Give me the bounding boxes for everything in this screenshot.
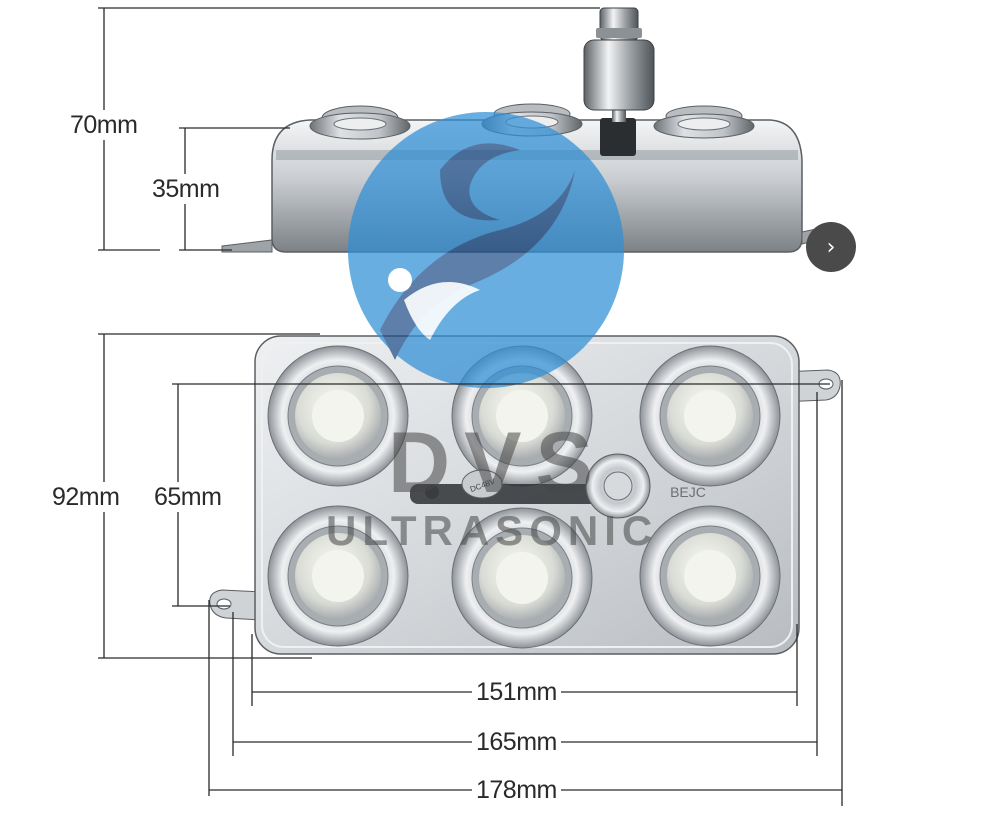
dim-top-hole-length: 165mm	[472, 727, 561, 757]
led-indicator	[425, 485, 439, 499]
chevron-right-icon: ›	[826, 234, 836, 260]
engraving-right: BEJC	[670, 484, 706, 500]
top-view: DC48V BEJC	[209, 335, 841, 655]
transducer-top-left	[267, 345, 409, 487]
model-stamp	[461, 469, 503, 499]
dim-side-height-total: 70mm	[66, 110, 142, 140]
mount-tab-left	[209, 589, 263, 621]
transducer-bottom-right	[639, 505, 781, 647]
transducer-top-right	[639, 345, 781, 487]
dim-top-depth-total: 92mm	[48, 482, 124, 512]
brand-logo-watermark	[348, 112, 624, 388]
transducer-bottom-center	[451, 507, 593, 649]
float-switch	[583, 7, 655, 156]
watermark-brand: DVS	[388, 415, 607, 511]
dim-top-total-length: 178mm	[472, 775, 561, 805]
dim-top-body-length: 151mm	[472, 677, 561, 707]
next-image-button[interactable]: ›	[806, 222, 856, 272]
transducer-bottom-left	[267, 505, 409, 647]
watermark-subtitle: ULTRASONIC	[326, 507, 659, 554]
dim-top-hole-spacing: 65mm	[150, 482, 226, 512]
dim-side-height-body: 35mm	[148, 174, 224, 204]
